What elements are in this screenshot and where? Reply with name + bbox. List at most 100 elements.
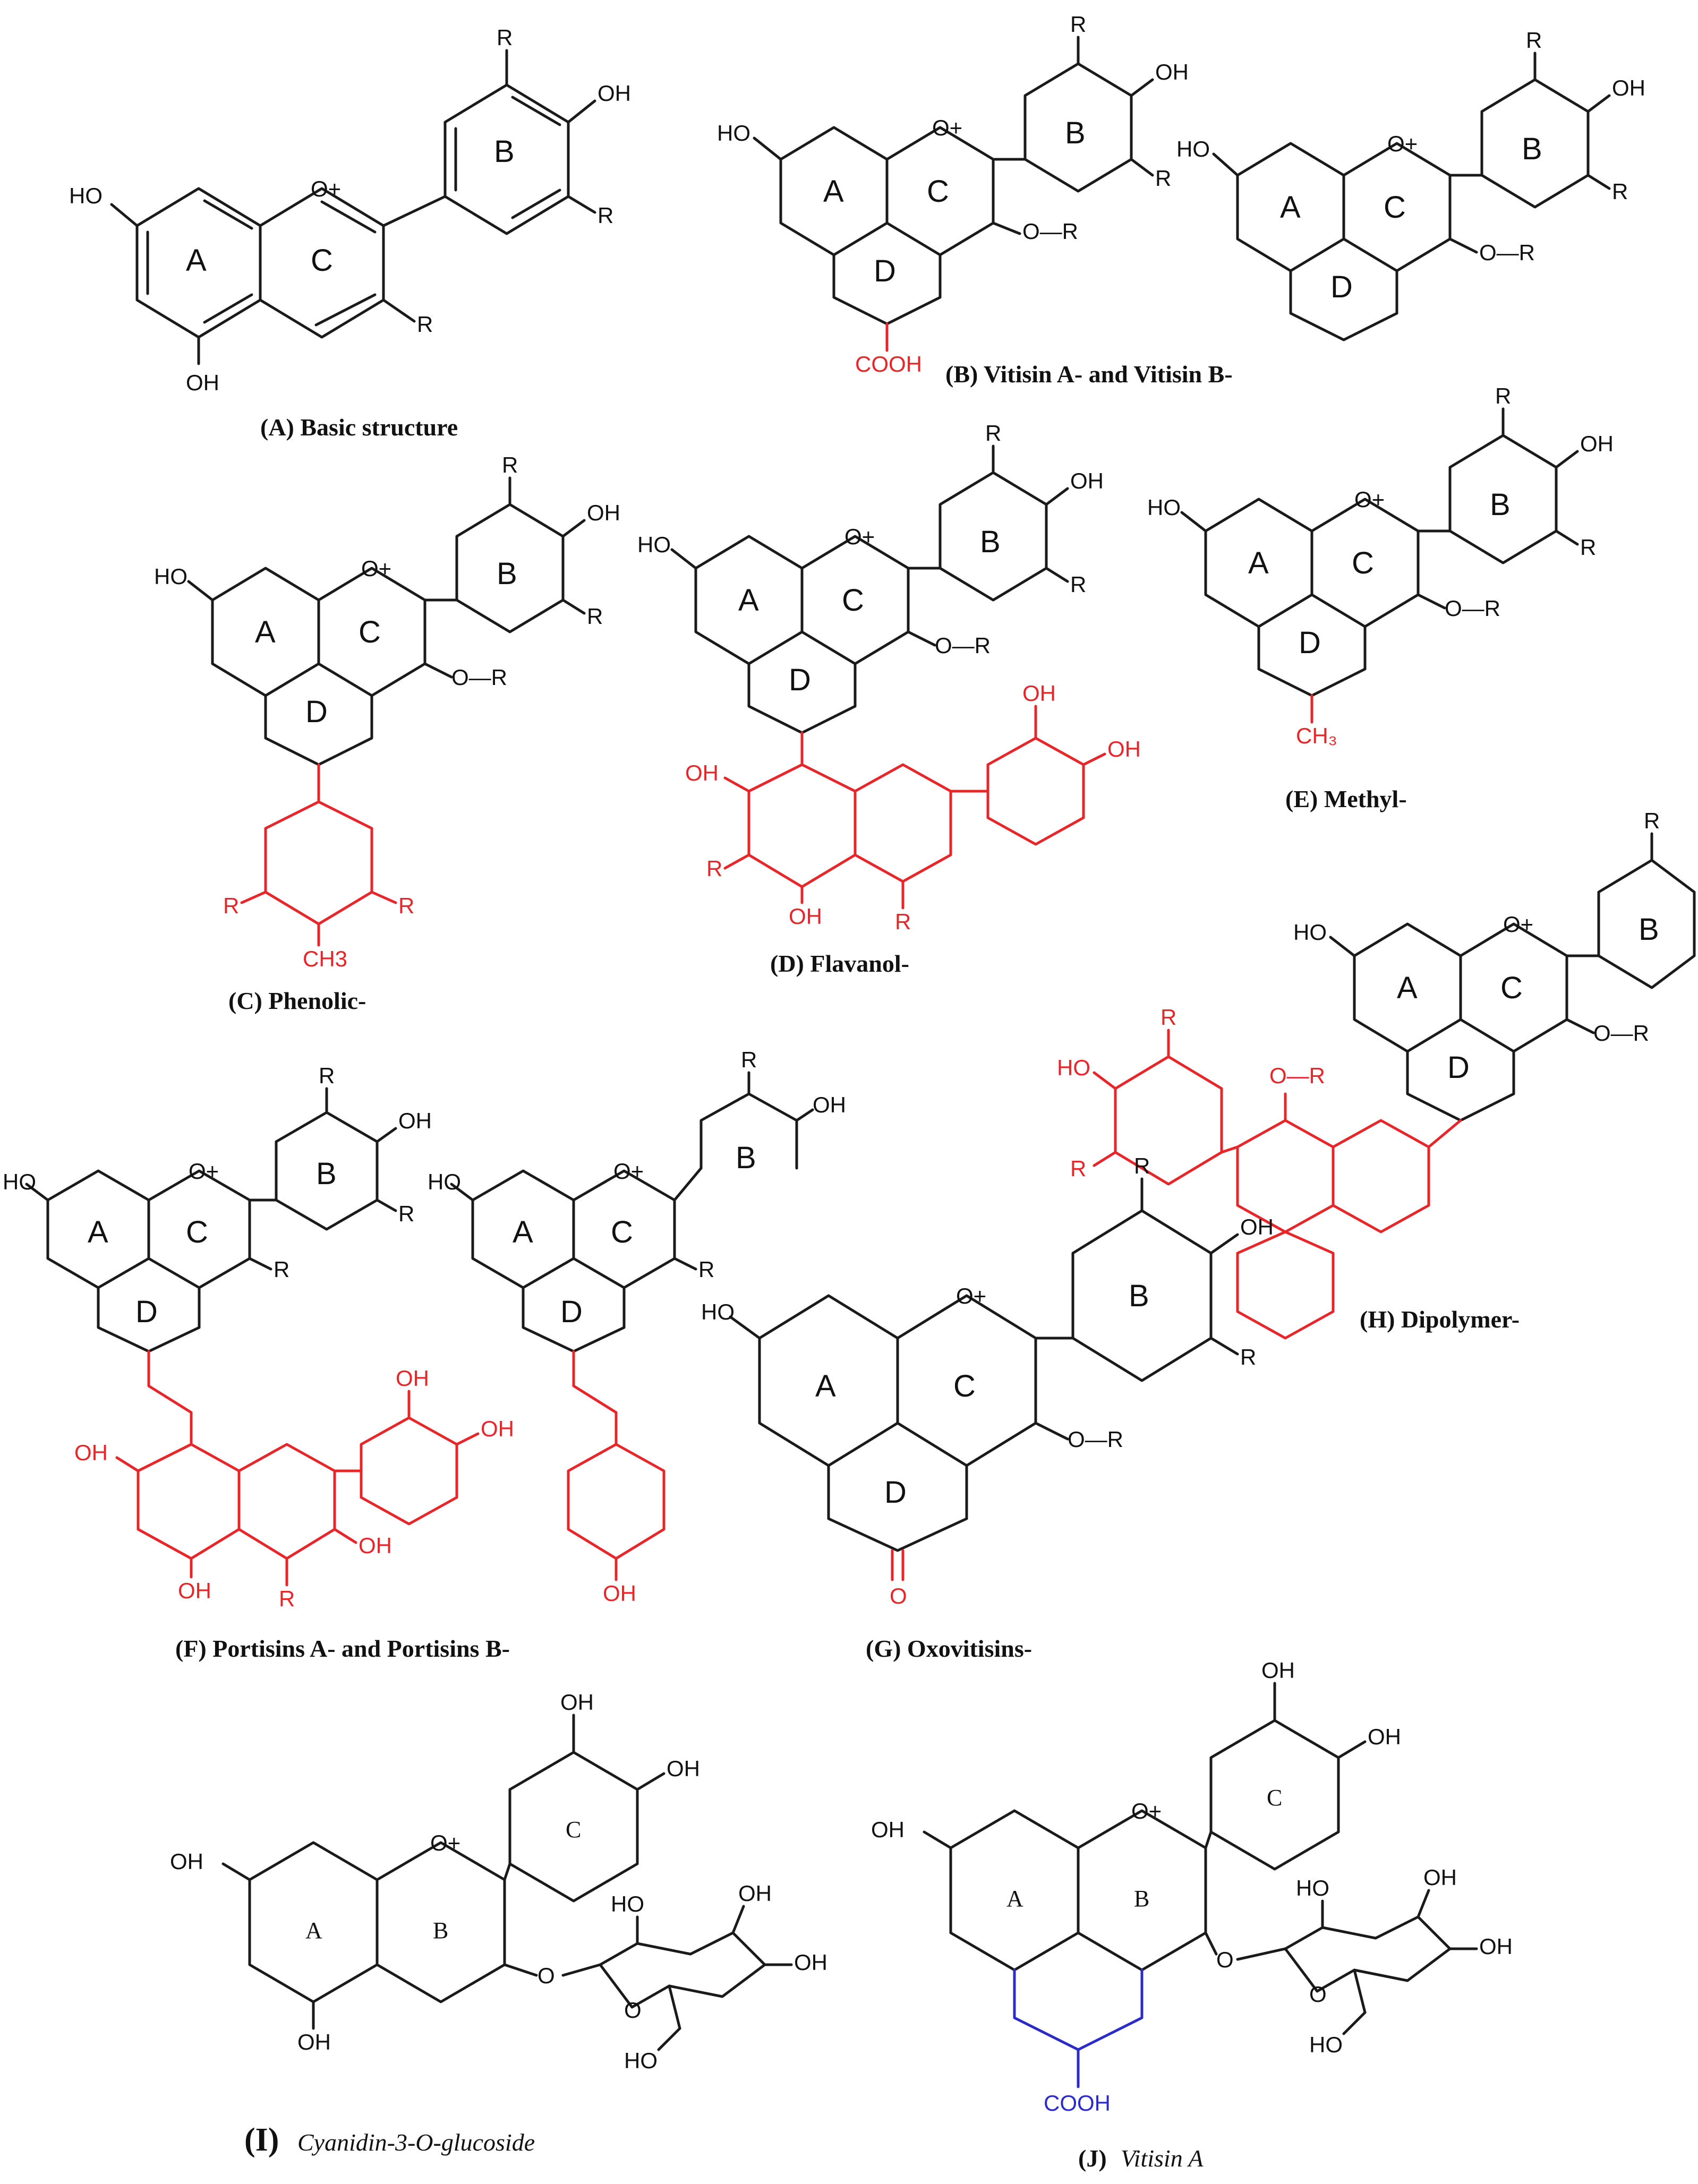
caption-e: (E) Methyl- <box>1285 785 1407 812</box>
ring-label-d: D <box>135 1295 158 1329</box>
structure-a: HO OH O+ R R OH R A C B (A) Basic struct… <box>69 25 631 441</box>
caption-b: (B) Vitisin A- and Vitisin B- <box>945 361 1233 388</box>
ring-label-b: B <box>980 525 1001 559</box>
structure-h: HO O+ O—R R R HO R O—R A C D B (H) Dipol… <box>1057 808 1696 1340</box>
ether-label: O—R <box>1269 1063 1325 1088</box>
hydroxyl-label: HO <box>624 2048 658 2073</box>
caption-h: (H) Dipolymer- <box>1360 1306 1520 1333</box>
ring-label-a: A <box>815 1369 836 1403</box>
oxonium-label: O+ <box>613 1159 644 1184</box>
ring-label-b: B <box>316 1157 337 1191</box>
ring-label-b: B <box>1129 1279 1149 1313</box>
ring-label-a: A <box>1280 190 1301 225</box>
caption-g: (G) Oxovitisins- <box>866 1635 1032 1662</box>
hydroxyl-label: OH <box>1107 736 1141 761</box>
hydroxyl-label: HO <box>717 121 750 145</box>
caption-d: (D) Flavanol- <box>770 950 909 977</box>
ring-label-c: C <box>953 1369 976 1403</box>
hydroxyl-label: OH <box>398 1108 432 1133</box>
ring-label-d: D <box>560 1295 583 1329</box>
hydroxyl-label: HO <box>1176 136 1210 161</box>
hydroxyl-label: OH <box>560 1690 594 1715</box>
ether-label: O—R <box>935 633 991 658</box>
structure-e: HO O+ O—R R OH R CH₃ A C D B (E) Methyl- <box>1147 383 1614 812</box>
ring-label-b: B <box>497 556 517 591</box>
hydroxyl-label: OH <box>178 1578 211 1603</box>
ring-label-b: B <box>1522 132 1542 166</box>
hydroxyl-label: HO <box>428 1169 461 1194</box>
carbonyl-label: O <box>890 1583 907 1608</box>
substituent-r-label: R <box>741 1047 757 1072</box>
hydroxyl-label: HO <box>154 564 187 589</box>
hydroxyl-label: HO <box>1309 2032 1343 2057</box>
structure-f-portisin-a: HO O+ R R OH R OH OH OH OH R OH A C D B <box>3 1063 514 1611</box>
hydroxyl-label: OH <box>74 1440 108 1465</box>
ring-label-d: D <box>884 1475 907 1510</box>
substituent-r-label: R <box>1612 179 1628 204</box>
hydroxyl-label: HO <box>3 1169 36 1194</box>
structure-j: OH OH OH O+ O HO OH OH O HO COOH A B C (… <box>871 1658 1513 2172</box>
substituent-r-label: R <box>1240 1344 1256 1369</box>
substituent-r-label: R <box>417 312 433 337</box>
ring-label-d: D <box>305 695 328 729</box>
ring-label-a: A <box>1397 971 1418 1005</box>
ether-label: O—R <box>1479 240 1535 265</box>
ring-label-c: C <box>1267 1785 1282 1811</box>
hydroxyl-label: OH <box>1022 681 1056 706</box>
hydroxyl-label: HO <box>1293 920 1327 945</box>
carboxyl-label: COOH <box>1044 2091 1111 2116</box>
ring-label-a: A <box>823 174 844 209</box>
oxonium-label: O+ <box>956 1283 986 1308</box>
ring-label-b: B <box>1065 116 1086 150</box>
glycosidic-oxygen-label: O <box>1216 1947 1234 1972</box>
hydroxyl-label: OH <box>667 1756 700 1781</box>
structure-d: HO O+ O—R R OH R OH OH OH R OH R A C D B… <box>637 421 1141 977</box>
substituent-r-label: R <box>1155 166 1171 191</box>
hydroxyl-label: OH <box>603 1581 636 1606</box>
substituent-r-label: R <box>398 1201 414 1226</box>
hydroxyl-label: OH <box>871 1817 905 1842</box>
ring-label-c: C <box>359 615 381 649</box>
hydroxyl-label: OH <box>297 2029 331 2054</box>
substituent-r-label: R <box>1580 535 1596 560</box>
ring-label-b: B <box>1639 912 1659 947</box>
substituent-r-label: R <box>1495 383 1511 408</box>
methyl-label: CH₃ <box>1296 723 1337 748</box>
substituent-r-label: R <box>1134 1153 1150 1178</box>
hydroxyl-label: OH <box>186 370 219 395</box>
ether-label: O—R <box>1022 219 1078 244</box>
caption-j-letter: (J) <box>1078 2145 1107 2172</box>
ring-label-a: A <box>738 583 759 618</box>
caption-a: (A) Basic structure <box>260 414 458 441</box>
substituent-r-label: R <box>1644 808 1660 833</box>
hydroxyl-label: OH <box>1261 1658 1295 1683</box>
hydroxyl-label: HO <box>69 183 103 208</box>
structure-i: OH OH OH O+ OH O HO OH OH O HO A B C (I)… <box>170 1690 827 2158</box>
hydroxyl-label: OH <box>1368 1724 1401 1749</box>
substituent-r-label: R <box>497 25 513 50</box>
substituent-r-label: R <box>598 203 613 228</box>
hydroxyl-label: OH <box>1612 75 1645 100</box>
ring-label-b: B <box>1490 487 1511 522</box>
hydroxyl-label: HO <box>1147 495 1181 520</box>
oxonium-label: O+ <box>1354 487 1385 512</box>
ring-label-c: C <box>1352 546 1374 580</box>
ring-oxygen-label: O <box>1309 1982 1327 2007</box>
ether-label: O—R <box>1445 596 1500 621</box>
substituent-r-label: R <box>1161 1005 1176 1030</box>
hydroxyl-label: OH <box>170 1849 203 1874</box>
oxonium-label: O+ <box>189 1159 219 1184</box>
caption-j-name: Vitisin A <box>1121 2145 1204 2172</box>
hydroxyl-label: OH <box>359 1533 392 1558</box>
substituent-r-label: R <box>706 856 722 881</box>
hydroxyl-label: OH <box>1580 431 1614 456</box>
substituent-r-label: R <box>1526 28 1542 53</box>
substituent-r-label: R <box>1070 572 1086 597</box>
hydroxyl-label: HO <box>611 1891 644 1916</box>
structure-g: HO O+ O—R R OH R O A C D B (G) Oxovitisi… <box>701 1153 1274 1662</box>
structure-c: HO O+ O—R R OH R R R CH3 A C D B (C) Phe… <box>154 452 620 1014</box>
ring-label-a: A <box>1006 1886 1023 1912</box>
ring-label-d: D <box>1447 1050 1470 1085</box>
hydroxyl-label: OH <box>738 1881 772 1906</box>
